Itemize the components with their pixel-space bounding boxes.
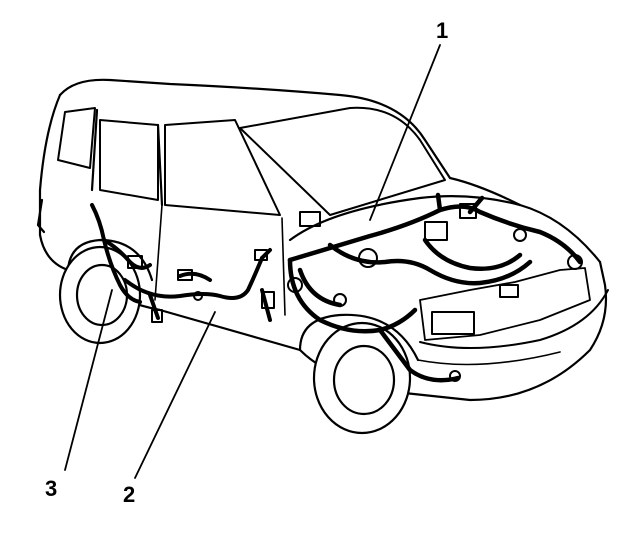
callout-1: 1 [436, 18, 448, 43]
callout-3: 3 [45, 476, 57, 501]
body-harness [123, 248, 272, 322]
engine-harness [287, 192, 583, 383]
leader-lines [64, 44, 441, 479]
callout-2: 2 [123, 482, 135, 507]
leader-line-1 [369, 44, 441, 221]
body-connectors [177, 249, 275, 309]
leader-line-2 [134, 311, 216, 479]
front-wheel [298, 313, 420, 435]
engine-connectors [287, 203, 583, 382]
rear-harness [90, 203, 160, 320]
leader-line-3 [64, 289, 113, 471]
rear-wheel [58, 238, 154, 345]
rear-connectors [127, 255, 163, 323]
